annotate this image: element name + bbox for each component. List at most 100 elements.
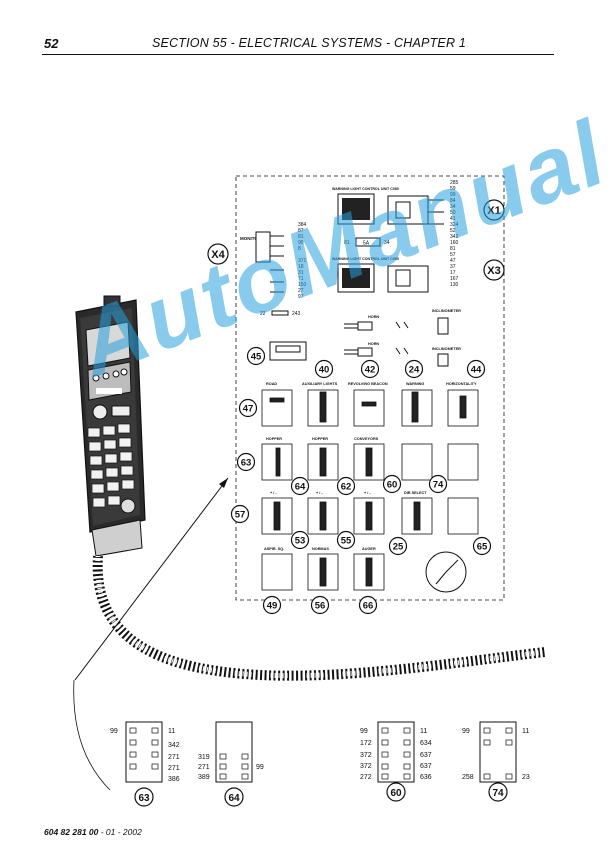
- callout-45: 45: [246, 346, 266, 366]
- x4-wire: 8: [298, 246, 301, 252]
- footer: 604 82 281 00 - 01 - 2002: [44, 827, 142, 837]
- x4-wire: 27: [298, 288, 304, 294]
- detail-63: 99 11 342 271 271 386: [110, 721, 180, 783]
- warning-label: WARNING: [406, 382, 424, 386]
- detail-74-pin: 23: [522, 774, 530, 781]
- x4-wire: 150: [298, 282, 307, 288]
- callout-number: 42: [365, 365, 376, 376]
- wire-243-label: 243: [292, 311, 301, 317]
- x1-wire: 285: [450, 180, 459, 186]
- warning-light-unit-2: WARNING LIGHT CONTROL UNIT C080: [332, 257, 429, 293]
- header-rule: [42, 54, 554, 55]
- connector-x3-label: X3: [487, 265, 500, 277]
- x4-wire-list: 384 87 81 99 8 371 18 31 71 150 27 97: [298, 222, 307, 300]
- callout-42: 42: [360, 359, 380, 379]
- detail-60-pin: 636: [420, 774, 432, 781]
- x4-wire: 371: [298, 258, 307, 264]
- x3-wire-list: 57 47 37 17 167 130: [450, 252, 459, 288]
- handheld-controller: [75, 295, 546, 681]
- connector-x1: X1: [483, 199, 505, 221]
- detail-63-pin: 271: [168, 765, 180, 772]
- detail-callout-64: 64: [224, 787, 244, 807]
- warning-unit-1-label: WARNING LIGHT CONTROL UNIT C080: [332, 187, 399, 191]
- detail-60-pin: 634: [420, 740, 432, 747]
- x1-wire: 84: [450, 198, 456, 204]
- detail-callout-60: 60: [386, 782, 406, 802]
- detail-74-pin: 99: [462, 728, 470, 735]
- detail-74-pin: 11: [522, 728, 529, 735]
- connector-x1-label: X1: [487, 205, 500, 217]
- detail-64-number: 64: [228, 793, 240, 804]
- x1-wire: 41: [450, 216, 456, 222]
- detail-64-pin: 389: [198, 774, 210, 781]
- callout-number: 60: [387, 480, 398, 491]
- detail-60-pin: 637: [420, 763, 432, 770]
- fuse-right-wire: 34: [384, 240, 390, 246]
- horn-2: HORN: [344, 342, 409, 357]
- x1-wire: 59: [450, 186, 456, 192]
- aux-lights-label: AUXILIARY LIGHTS: [302, 382, 338, 386]
- callout-74: 74: [428, 474, 448, 494]
- fuse-rating: 5A: [363, 241, 370, 247]
- detail-63-number: 63: [138, 793, 150, 804]
- monitor-label: MONITOR: [240, 236, 262, 241]
- switch-blocks: [261, 389, 479, 591]
- doc-code: 604 82 281 00: [44, 827, 99, 837]
- callout-57: 57: [230, 504, 250, 524]
- fuse-left-wire: 81: [344, 240, 350, 246]
- callout-number: 65: [477, 542, 488, 553]
- connector-x4: X4: [207, 243, 229, 265]
- detail-60-pin: 637: [420, 752, 432, 759]
- detail-74-number: 74: [492, 788, 504, 799]
- detail-60-number: 60: [390, 788, 402, 799]
- detail-63-pin: 386: [168, 776, 180, 783]
- edition: - 01 - 2002: [98, 827, 142, 837]
- detail-64-pin: 99: [256, 764, 264, 771]
- plusminus-2-label: + / -: [316, 491, 323, 495]
- detail-63-pin: 11: [168, 728, 175, 735]
- callout-47: 47: [238, 398, 258, 418]
- x4-wire: 18: [298, 264, 304, 270]
- callout-number: 25: [393, 542, 404, 553]
- connector-x3: X3: [483, 259, 505, 281]
- rotary-selector: [425, 551, 467, 593]
- callout-number: 24: [409, 365, 420, 376]
- detail-60-pin: 11: [420, 728, 427, 735]
- detail-63-pin: 342: [168, 742, 180, 749]
- callout-49: 49: [262, 595, 282, 615]
- callout-40: 40: [314, 359, 334, 379]
- x1-wire: 160: [450, 240, 459, 246]
- callout-60: 60: [382, 474, 402, 494]
- detail-callout-74: 74: [488, 782, 508, 802]
- detail-64-pin: 319: [198, 754, 210, 761]
- x4-wire: 31: [298, 270, 304, 276]
- auger-label: AUGER: [362, 547, 376, 551]
- x3-wire: 47: [450, 258, 456, 264]
- x1-wire: 52: [450, 228, 456, 234]
- callout-number: 40: [319, 365, 330, 376]
- warning-light-unit-1: WARNING LIGHT CONTROL UNIT C080: [332, 187, 444, 225]
- callout-56: 56: [310, 595, 330, 615]
- plusminus-3-label: + / -: [364, 491, 371, 495]
- inclinometer-1-label: INCLINOMETER: [432, 309, 461, 313]
- detail-64-pin: 271: [198, 764, 210, 771]
- road-label: ROAD: [266, 382, 277, 386]
- x3-wire: 17: [450, 270, 456, 276]
- horn-2-label: HORN: [368, 342, 379, 346]
- hopper-1-label: HOPPER: [266, 437, 282, 441]
- x3-wire: 130: [450, 282, 459, 288]
- inclinometer-2: INCLINOMETER: [432, 347, 461, 367]
- norms-label: NORMAS: [312, 547, 329, 551]
- detail-74-pin: 258: [462, 774, 474, 781]
- dir-select-label: DIR.SELECT: [404, 491, 427, 495]
- x4-wire: 71: [298, 276, 304, 282]
- detail-60-pin: 272: [360, 774, 372, 781]
- detail-74: 99 258 11 23: [462, 721, 530, 783]
- detail-callout-63: 63: [134, 787, 154, 807]
- detail-60-pin: 372: [360, 763, 372, 770]
- x3-wire: 37: [450, 264, 456, 270]
- x1-wire: 50: [450, 210, 456, 216]
- inclinometer-1: INCLINOMETER: [432, 309, 461, 335]
